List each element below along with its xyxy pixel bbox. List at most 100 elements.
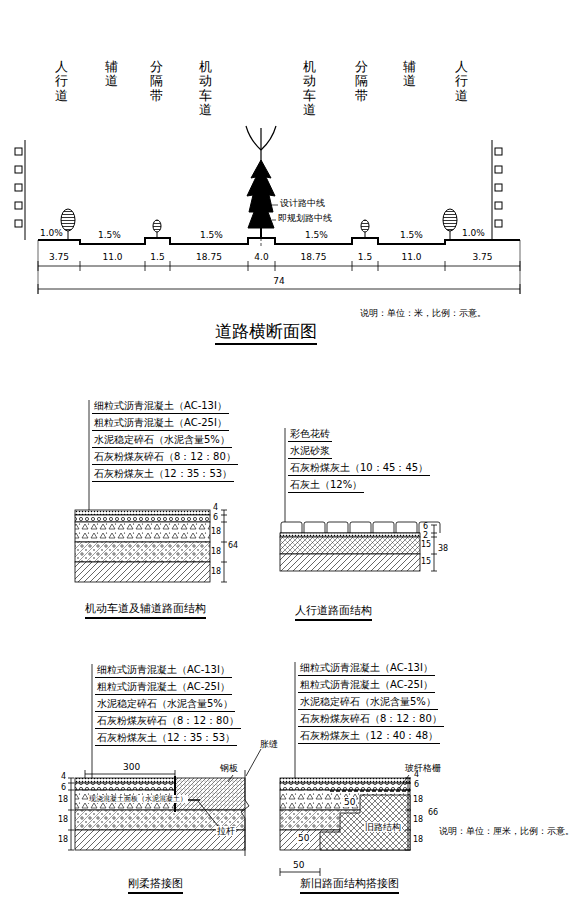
drawing-stroke bbox=[75, 778, 175, 783]
drawing-stroke bbox=[419, 522, 440, 533]
drawing-stroke bbox=[75, 522, 210, 542]
lane-name: 辅道 bbox=[105, 60, 118, 89]
slope-label: 1.5% bbox=[98, 230, 121, 240]
dimension-label: 11.0 bbox=[401, 252, 421, 262]
drawing-stroke bbox=[352, 261, 353, 271]
drawing-stroke bbox=[170, 261, 171, 271]
dimension-label: 1.5 bbox=[358, 252, 372, 262]
slope-label: 1.0% bbox=[40, 228, 63, 238]
centerline-label: 即规划路中线 bbox=[278, 213, 332, 223]
drawing-stroke bbox=[280, 783, 410, 790]
figure-caption: 人行道路面结构 bbox=[295, 605, 372, 621]
dimension-label: 6 bbox=[423, 522, 428, 531]
drawing-stroke bbox=[520, 261, 521, 271]
drawing-stroke bbox=[174, 776, 176, 812]
lane-name: 机动车道 bbox=[199, 60, 212, 117]
dimension-label: 4 bbox=[414, 770, 419, 779]
drawing-stroke bbox=[61, 209, 75, 231]
layer-label: 石灰粉煤灰碎石（8：12：80） bbox=[92, 451, 238, 465]
layer-label: 水泥稳定碎石（水泥含量5%） bbox=[298, 696, 438, 710]
dimension-label: 6 bbox=[61, 783, 66, 792]
dimension-label: 18 bbox=[58, 835, 68, 844]
drawing-stroke bbox=[89, 400, 90, 512]
dimension-label: 6 bbox=[414, 780, 419, 789]
drawing-stroke bbox=[280, 778, 410, 783]
dimension-label: 6 bbox=[213, 513, 218, 522]
drawing-stroke bbox=[15, 202, 22, 209]
slope-label: 1.0% bbox=[462, 228, 485, 238]
layer-label: 石灰粉煤灰土（12：35：53） bbox=[92, 468, 234, 482]
layer-label: 石灰粉煤灰土（10：45：45） bbox=[288, 462, 430, 476]
figure-caption: 新旧路面结构搭接图 bbox=[300, 878, 399, 894]
note: 说明：单位：厘米，比例：示意。 bbox=[439, 826, 574, 836]
lane-name: 分隔带 bbox=[150, 60, 163, 103]
dimension-label: 38 bbox=[438, 544, 448, 553]
drawing-stroke bbox=[92, 664, 93, 778]
drawing-stroke bbox=[246, 126, 276, 150]
layer-label: 石灰粉煤灰碎石（8：12：80） bbox=[95, 715, 241, 729]
layer-label: 细粒式沥青混凝土（AC-13I） bbox=[92, 400, 229, 414]
dimension-label: 18 bbox=[211, 567, 221, 576]
lane-name: 人行道 bbox=[55, 60, 68, 103]
dimension-label: 18 bbox=[413, 795, 423, 804]
drawing-stroke bbox=[280, 533, 420, 537]
drawing-stroke bbox=[272, 220, 276, 221]
dimension-label: 18 bbox=[58, 815, 68, 824]
drawing-stroke bbox=[75, 542, 210, 562]
drawing-stroke bbox=[80, 261, 81, 271]
drawing-stroke bbox=[495, 202, 502, 209]
slope-label: 1.5% bbox=[305, 230, 328, 240]
dimension-label: 300 bbox=[123, 762, 140, 772]
dimension-label: 18 bbox=[58, 795, 68, 804]
drawing-stroke bbox=[248, 261, 249, 271]
drawing-stroke bbox=[495, 166, 502, 173]
dimension-label: 18 bbox=[211, 547, 221, 556]
drawing-stroke bbox=[38, 261, 39, 271]
dimension-label: 3.75 bbox=[49, 252, 69, 262]
drawing-stroke bbox=[281, 522, 302, 533]
drawing-stroke bbox=[15, 166, 22, 173]
part-label: 拉杆 bbox=[216, 826, 236, 836]
drawing-stroke bbox=[361, 220, 369, 232]
drawing-stroke bbox=[330, 790, 410, 791]
layer-label: 石灰粉煤灰土（12：40：48） bbox=[298, 730, 440, 744]
figure-title: 道路横断面图 bbox=[215, 322, 317, 345]
drawing-stroke bbox=[68, 400, 440, 876]
drawing-stroke bbox=[285, 428, 286, 524]
drawing-stroke bbox=[373, 522, 394, 533]
layer-label: 水泥稳定碎石（水泥含量5%） bbox=[92, 434, 232, 448]
slope-label: 1.5% bbox=[400, 230, 423, 240]
drawing-stroke bbox=[495, 184, 502, 191]
drawing-stroke bbox=[445, 261, 446, 271]
drawing-stroke bbox=[75, 515, 210, 522]
dimension-label: 1.5 bbox=[150, 252, 164, 262]
dimension-label: 18 bbox=[413, 835, 423, 844]
dimension-label: 11.0 bbox=[102, 252, 122, 262]
drawing-stroke bbox=[275, 261, 276, 271]
drawing-stroke bbox=[224, 510, 225, 582]
drawing-stroke bbox=[495, 148, 502, 155]
dimension-label: 50 bbox=[293, 860, 304, 870]
part-label: 现浇混凝土面板（水泥混凝土） bbox=[88, 795, 188, 803]
drawing-stroke bbox=[495, 220, 502, 227]
dimension-label: 74 bbox=[273, 276, 284, 286]
drawing-stroke bbox=[261, 238, 262, 248]
drawing-stroke bbox=[15, 184, 22, 191]
part-label: 旧路结构 bbox=[364, 822, 402, 832]
dimension-label: 3.75 bbox=[472, 252, 492, 262]
note: 说明：单位：米，比例：示意。 bbox=[360, 308, 486, 318]
drawing-stroke bbox=[320, 795, 410, 850]
part-label: 玻纤格栅 bbox=[405, 763, 441, 773]
dimension-label: 66 bbox=[428, 808, 438, 817]
drawing-stroke bbox=[272, 205, 278, 206]
layer-label: 石灰土（12%） bbox=[288, 479, 364, 493]
drawing-stroke bbox=[15, 126, 520, 294]
part-label: 胀缝 bbox=[260, 739, 278, 749]
drawing-stroke bbox=[153, 220, 161, 232]
drawing-stroke bbox=[38, 289, 520, 290]
drawing-stroke bbox=[280, 554, 420, 571]
drawing-stroke bbox=[295, 662, 296, 778]
drawing-stroke bbox=[450, 231, 451, 240]
drawing-stroke bbox=[198, 801, 218, 826]
layer-label: 粗粒式沥青混凝土（AC-25I） bbox=[95, 681, 232, 695]
